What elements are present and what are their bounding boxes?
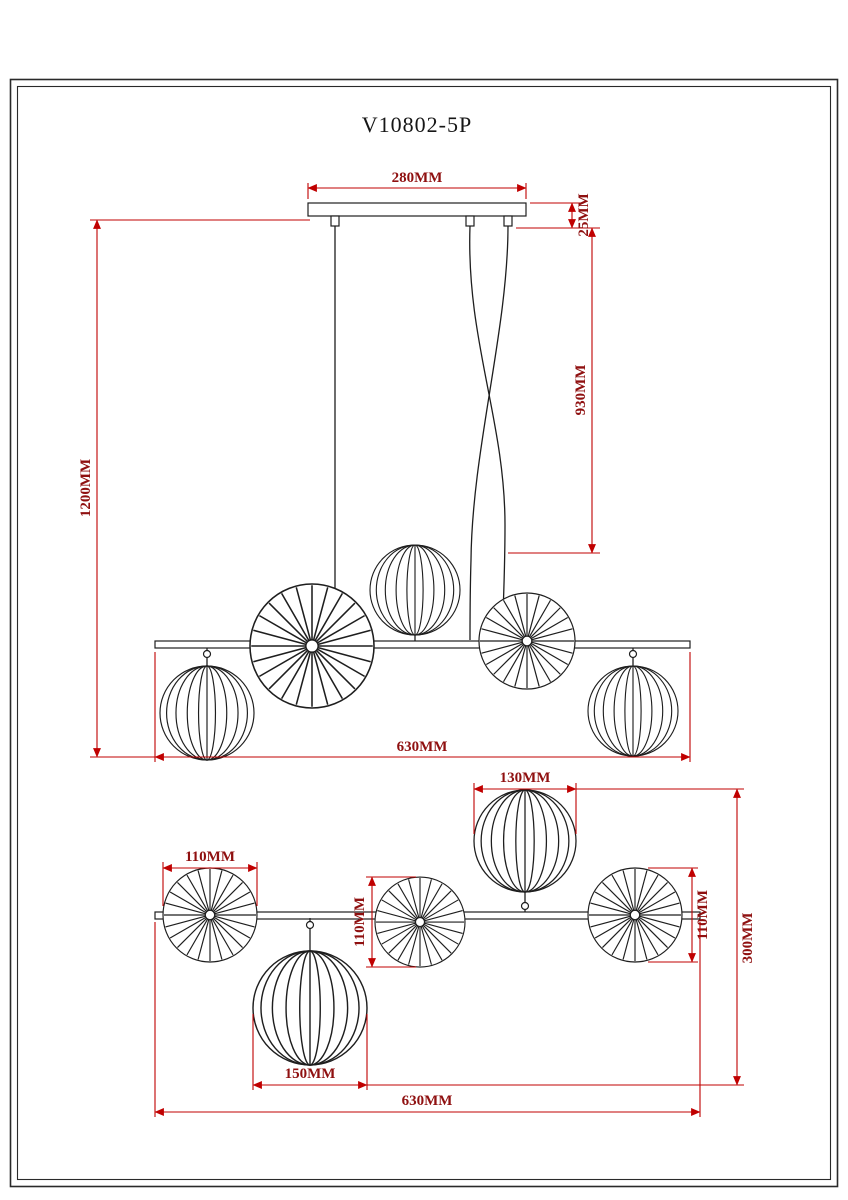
dim-label-center-disc: 110MM (352, 897, 368, 947)
suspension-wire-right-b (469, 225, 509, 641)
front-view (154, 202, 691, 761)
dim-label-suspension-drop: 930MM (573, 365, 589, 416)
dim-label-bar-length-plan: 630MM (402, 1093, 453, 1109)
ribbed-globe-upper (473, 789, 577, 893)
pleated-disc-plan-left (162, 867, 258, 963)
dim-label-canopy-width: 280MM (392, 170, 443, 186)
stem-ring-upper (520, 901, 530, 911)
dim-label-overall-depth: 300MM (740, 913, 756, 964)
canopy-wire-grip-left (330, 215, 340, 227)
ribbed-globe-top (369, 544, 461, 636)
stem-ring-lower (305, 920, 315, 930)
front-view-dimensions: 280MM 25MM 930MM 1200MM 630MM (78, 170, 691, 762)
pleated-disc-plan-right (587, 867, 683, 963)
ribbed-globe-right (587, 665, 679, 757)
border-outer (9, 78, 839, 1188)
border-inner (16, 85, 832, 1181)
dim-label-left-disc: 110MM (185, 849, 235, 865)
dim-label-upper-globe: 130MM (500, 770, 551, 786)
suspension-wire-right-a (469, 225, 506, 641)
dim-label-canopy-height: 25MM (576, 193, 592, 236)
ceiling-canopy (307, 202, 527, 217)
model-number-title: V10802-5P (362, 112, 472, 137)
sheet-border (9, 78, 839, 1188)
canopy-wire-grip-mid (465, 215, 475, 227)
pleated-disc-plan-center (374, 876, 466, 968)
dim-label-right-disc: 110MM (695, 890, 711, 940)
ribbed-globe-left (159, 665, 255, 761)
stem-ring-right (628, 649, 638, 659)
pleated-disc-shade-small (478, 592, 576, 690)
plan-view (154, 789, 701, 1066)
dim-label-bar-length-front: 630MM (397, 739, 448, 755)
pleated-disc-shade-large (249, 583, 375, 709)
dim-label-lower-globe: 150MM (285, 1066, 336, 1082)
stem-ring-left (202, 649, 212, 659)
dim-label-overall-height: 1200MM (78, 459, 94, 517)
fixture-bar-front (154, 640, 691, 649)
canopy-wire-grip-right (503, 215, 513, 227)
ribbed-globe-lower (252, 950, 368, 1066)
plan-view-dimensions: 110MM 130MM 110MM 110MM 300MM 150MM 630M… (154, 770, 756, 1117)
